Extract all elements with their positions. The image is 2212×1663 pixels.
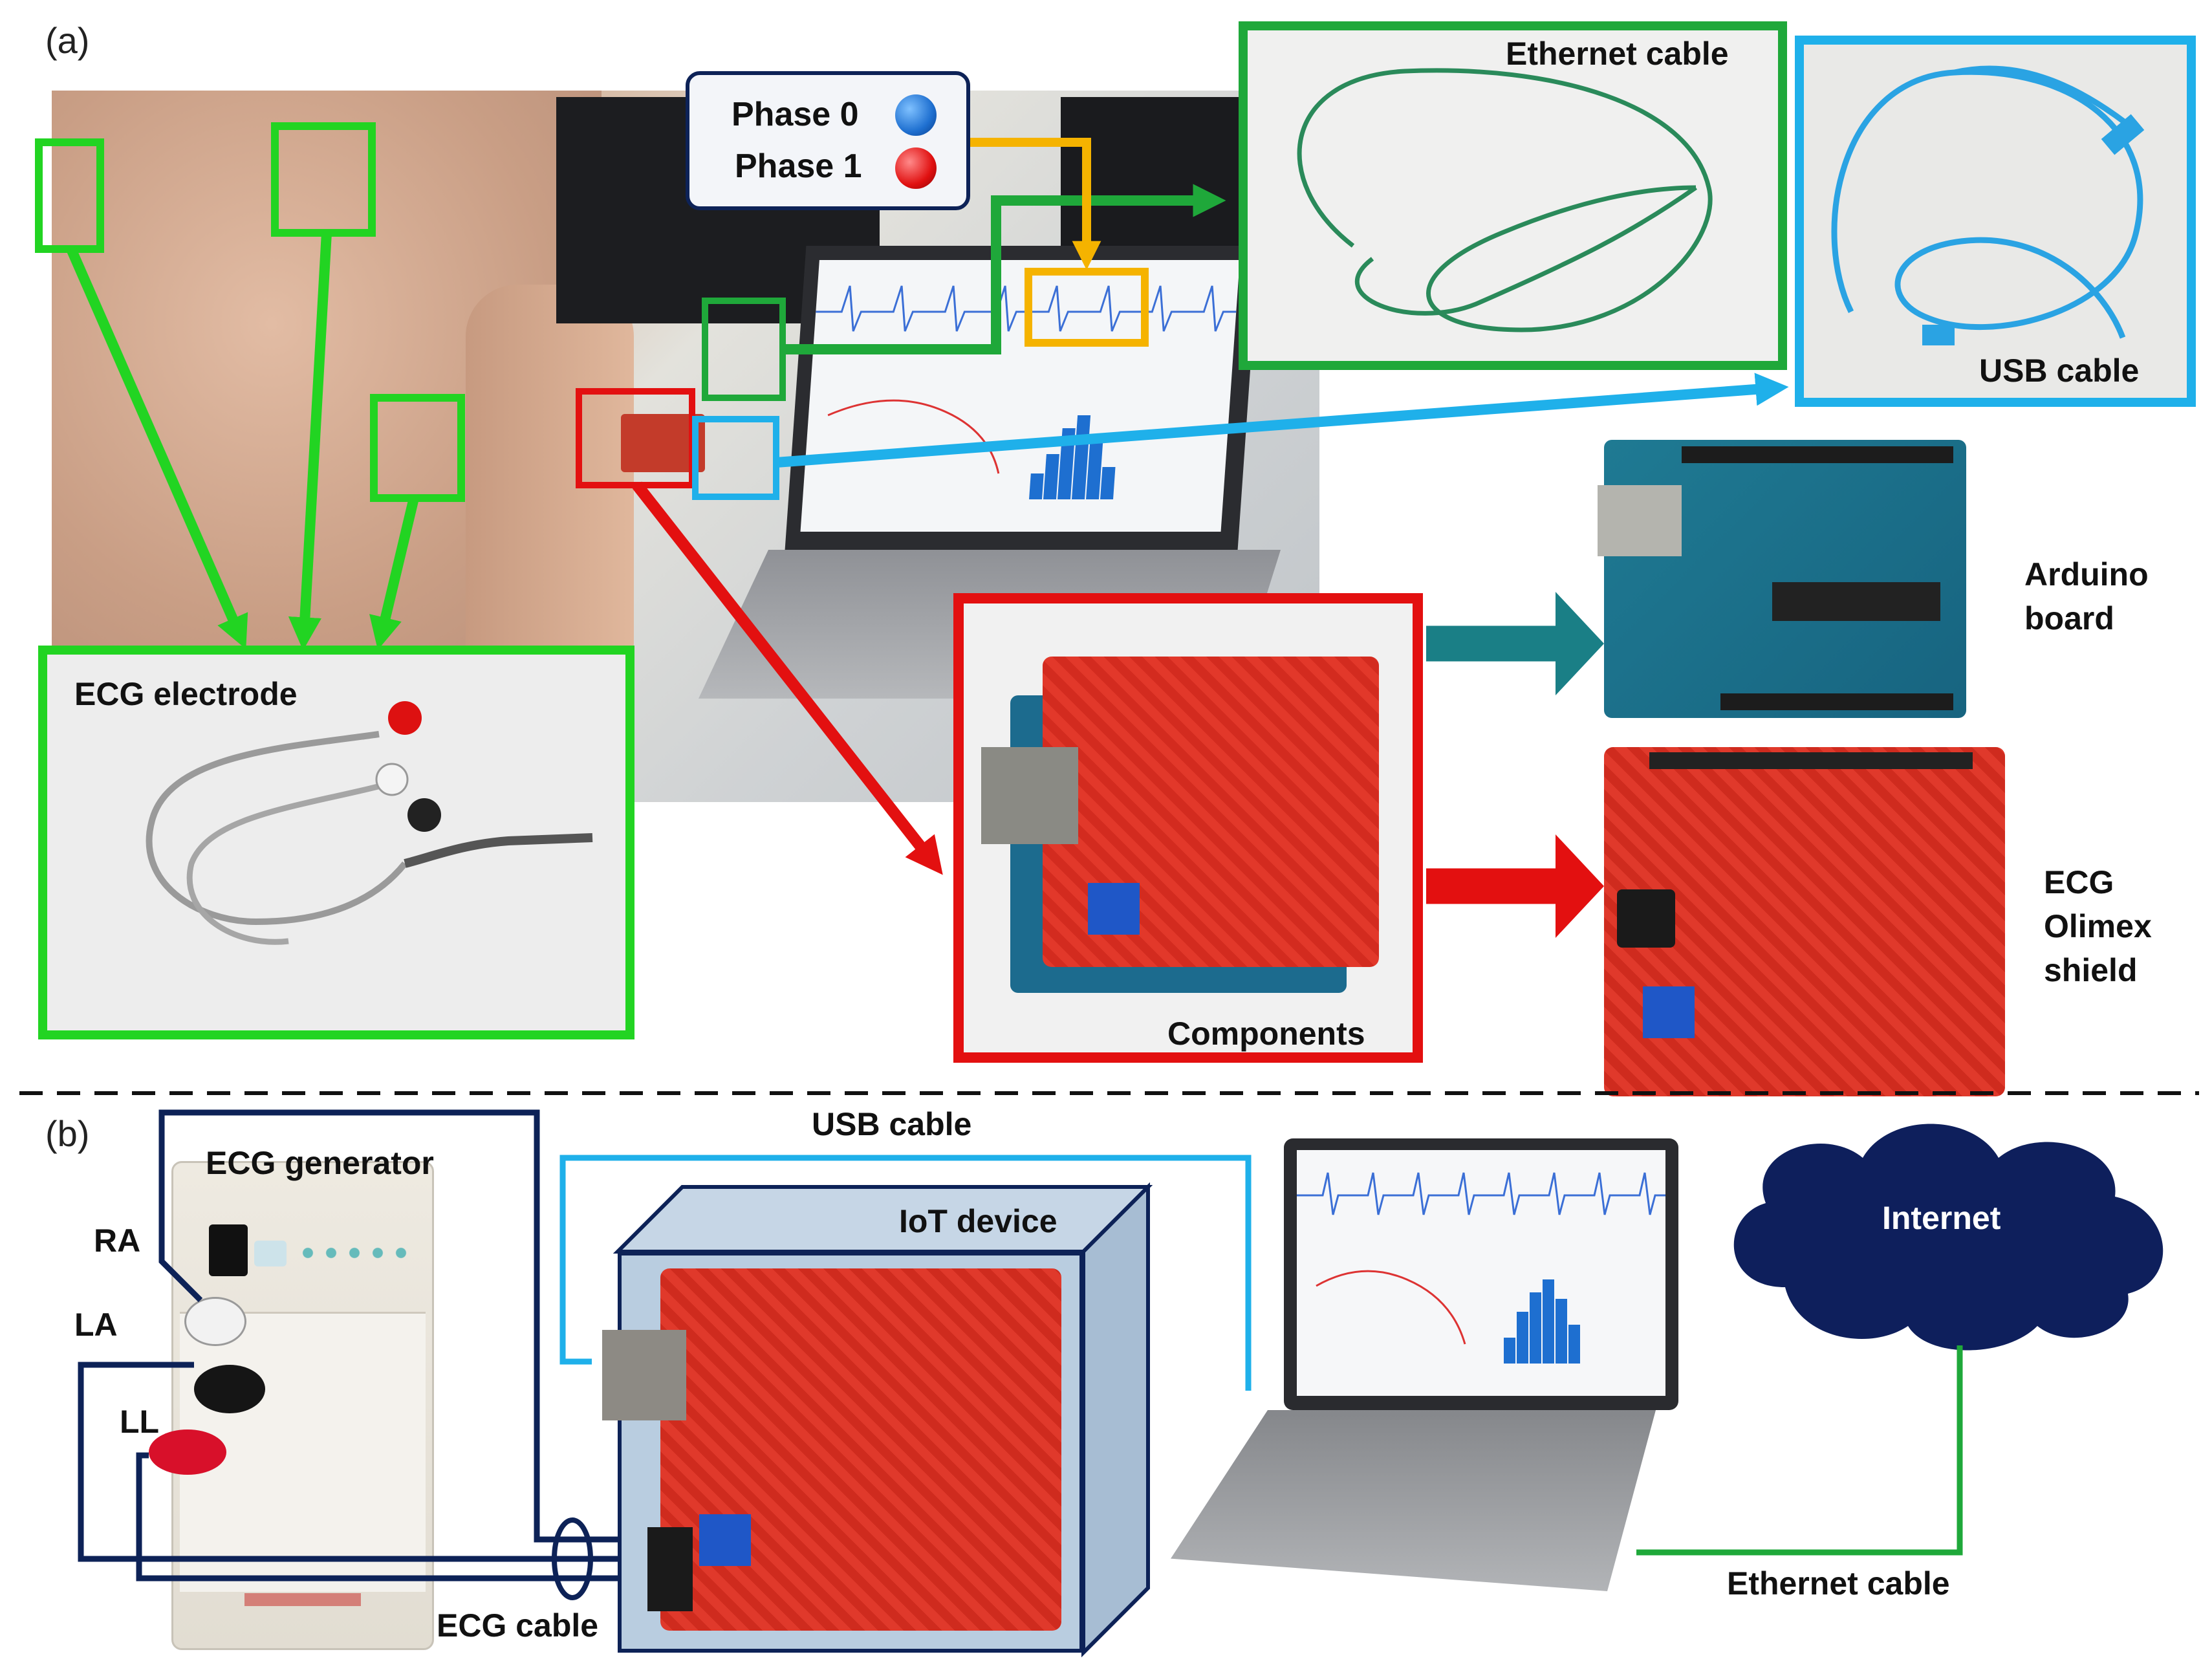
brand-text-shape	[244, 1593, 361, 1606]
ecg-olimex-label-line2: Olimex	[2044, 908, 2152, 944]
ra-label: RA	[94, 1223, 141, 1259]
arduino-board-photo	[1598, 440, 1966, 718]
components-photo	[959, 598, 1418, 1058]
phase0-marker	[895, 94, 937, 136]
la-wire	[78, 1362, 618, 1562]
ll-snap	[149, 1429, 226, 1475]
iot-device-box	[602, 1252, 1083, 1653]
phase-legend: Phase 0 Phase 1	[686, 71, 970, 210]
screen-legend-box	[1025, 268, 1149, 347]
internet-label: Internet	[1882, 1200, 2001, 1236]
arduino-header-shape	[1720, 693, 1953, 710]
ethernet-cable-drawing	[1297, 68, 1713, 332]
ethernet-cable-label-b: Ethernet cable	[1727, 1565, 1950, 1602]
usb-cable-photo	[1799, 40, 2191, 402]
arrow-la-to-electrode	[288, 232, 332, 651]
usb-cable-label: USB cable	[1979, 353, 2140, 389]
ll-wire	[136, 1452, 618, 1581]
internet-cloud	[1733, 1124, 2163, 1351]
laptop-ecg-plot	[816, 285, 1237, 499]
arrow-to-usb-photo	[775, 373, 1789, 468]
arrow-to-ethernet-photo	[783, 184, 1226, 354]
iot-cube-side	[1081, 1182, 1150, 1658]
ethernet-cable-photo	[1243, 26, 1783, 365]
usb-cable-line	[559, 1155, 1252, 1391]
arduino-chip-shape	[1772, 582, 1940, 621]
arrow-ll-to-electrode	[369, 497, 419, 650]
usb-cable-label-b: USB cable	[812, 1106, 972, 1142]
phase1-marker	[895, 147, 937, 189]
setup-photo	[52, 91, 1319, 802]
ecg-olimex-label-line1: ECG	[2044, 864, 2114, 900]
arrow-legend-to-screen	[970, 138, 1101, 270]
panel-a-label: (a)	[45, 20, 90, 61]
ecg-electrode-photo	[43, 650, 630, 1035]
ecg-cable-bundle	[552, 1517, 593, 1600]
ll-label: LL	[120, 1404, 160, 1440]
iot-device-label: IoT device	[899, 1203, 1057, 1239]
laptop-screen-shape	[785, 246, 1259, 550]
laptop-b-screen	[1284, 1138, 1678, 1410]
ecg-generator-label: ECG generator	[206, 1145, 434, 1181]
ecg-electrode-label: ECG electrode	[74, 676, 298, 712]
arrow-ra-to-electrode	[66, 246, 248, 649]
la-snap	[194, 1365, 265, 1413]
arduino-board-label-line1: Arduino	[2024, 556, 2149, 592]
ethernet-cable-line	[1636, 1345, 1963, 1556]
olimex-header-shape	[1649, 752, 1973, 769]
electrode-lead-drawing	[146, 701, 593, 945]
ecg-electrode-frame	[38, 646, 634, 1039]
panel-b-label: (b)	[45, 1113, 90, 1154]
phase0-label: Phase 0	[732, 96, 859, 133]
usb-cable-drawing	[1831, 65, 2145, 345]
ecg-cable-label: ECG cable	[437, 1607, 599, 1644]
arduino-board-label-line2: board	[2024, 600, 2114, 636]
iot-shield-shape	[660, 1268, 1061, 1631]
arm-shape	[466, 285, 634, 705]
arrow-to-olimex-head	[1556, 834, 1604, 938]
arduino-header-shape	[1682, 446, 1953, 463]
la-label: LA	[74, 1307, 118, 1343]
iot-cube-top	[613, 1185, 1153, 1254]
power-switch-shape	[209, 1224, 248, 1276]
arrow-to-arduino-head	[1556, 592, 1604, 695]
components-label: Components	[1167, 1016, 1365, 1052]
electrode-box-ll	[370, 394, 465, 502]
laptop-b-base	[1171, 1410, 1656, 1591]
status-led-row	[296, 1246, 413, 1260]
iot-jack-shape	[647, 1527, 693, 1611]
components-frame	[953, 593, 1423, 1063]
arduino-usb-port-shape	[1598, 485, 1682, 556]
ra-wire	[158, 1109, 618, 1543]
iot-usb-port-shape	[602, 1330, 686, 1420]
olimex-pot-shape	[1643, 986, 1695, 1038]
usb-port-shape	[981, 747, 1078, 844]
olimex-jack-shape	[1617, 889, 1675, 948]
ra-snap	[184, 1297, 246, 1346]
laptop-b-ecg-plot	[1297, 1172, 1665, 1364]
ethernet-cable-frame	[1239, 21, 1787, 370]
electrode-box-ra	[35, 138, 104, 253]
phase1-label: Phase 1	[735, 147, 862, 185]
ethernet-cable-label: Ethernet cable	[1506, 36, 1729, 72]
usb-cable-frame	[1795, 36, 2196, 407]
olimex-shield-photo	[1604, 747, 2005, 1096]
arrow-board-to-components	[632, 481, 943, 875]
ecg-olimex-label-line3: shield	[2044, 952, 2138, 988]
pot-shape	[1088, 883, 1140, 935]
rate-button-shape	[254, 1241, 287, 1266]
iot-pot-shape	[699, 1514, 751, 1566]
